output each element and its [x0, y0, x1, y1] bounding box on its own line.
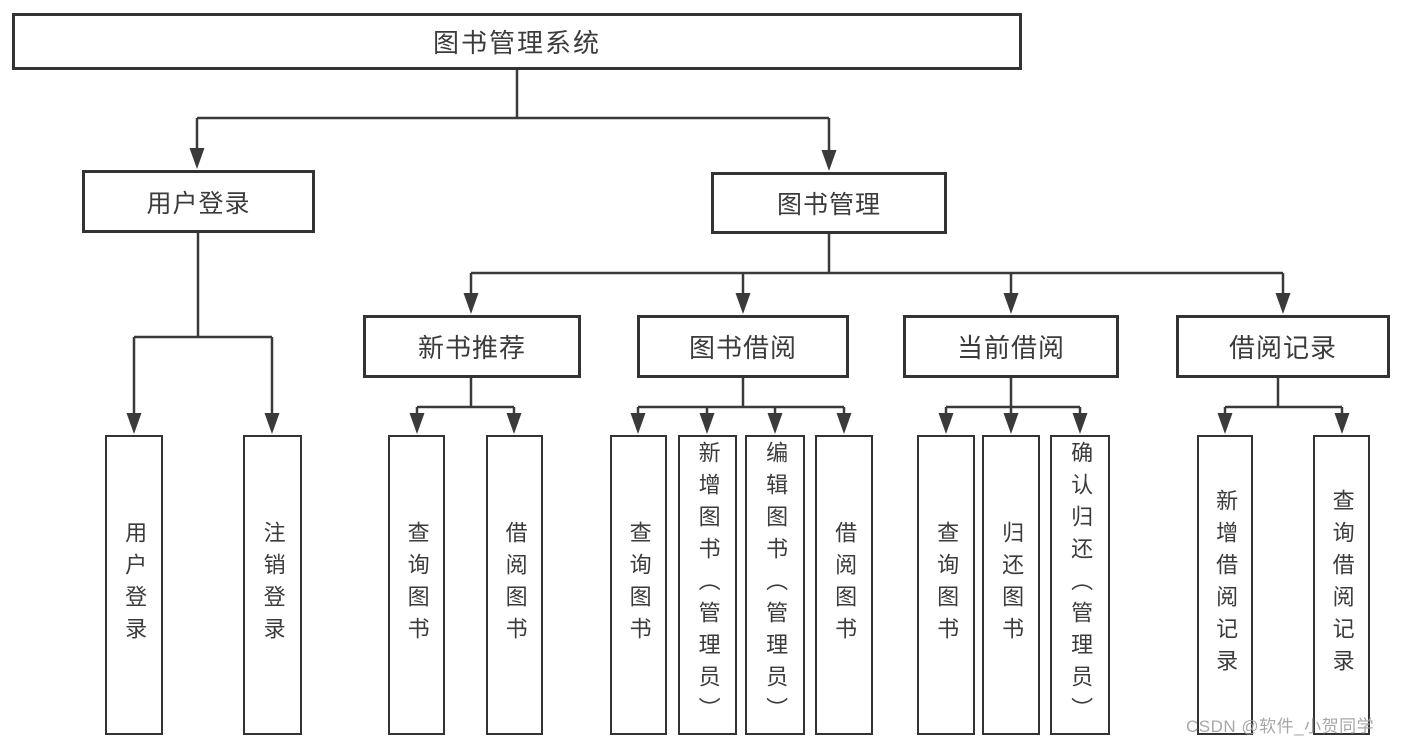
- node-label: 新增图书（管理员）: [695, 441, 721, 729]
- connector-current-to-leaves: [938, 377, 1088, 434]
- node-leaf-user-login: 用户登录: [105, 435, 163, 735]
- node-leaf-newbooks-borrow: 借阅图书: [486, 435, 543, 735]
- node-leaf-logout: 注销登录: [243, 435, 302, 735]
- node-leaf-records-query: 查询借阅记录: [1313, 435, 1370, 735]
- node-label: 用户登录: [122, 521, 148, 649]
- node-leaf-newbooks-query: 查询图书: [388, 435, 445, 735]
- node-section-borrow-records: 借阅记录: [1176, 315, 1390, 378]
- node-leaf-borrow-edit-admin: 编辑图书（管理员）: [745, 435, 805, 735]
- node-leaf-records-add: 新增借阅记录: [1197, 435, 1253, 735]
- csdn-watermark: CSDN @软件_小贺同学: [1186, 717, 1375, 736]
- node-root: 图书管理系统: [12, 13, 1022, 70]
- node-label: 查询借阅记录: [1329, 489, 1355, 681]
- connector-records-to-leaves: [1217, 377, 1350, 434]
- node-section-book-borrow: 图书借阅: [637, 315, 849, 378]
- node-label: 新增借阅记录: [1213, 489, 1239, 681]
- node-leaf-borrow-add-admin: 新增图书（管理员）: [678, 435, 737, 735]
- node-user-login-branch: 用户登录: [82, 170, 315, 233]
- node-section-current-borrow: 当前借阅: [903, 315, 1119, 378]
- node-leaf-borrow-borrow: 借阅图书: [815, 435, 873, 735]
- node-leaf-current-confirm-admin: 确认归还（管理员）: [1050, 435, 1110, 735]
- node-label: 借阅图书: [502, 521, 528, 649]
- node-label: 查询图书: [626, 521, 652, 649]
- node-label: 查询图书: [934, 521, 960, 649]
- node-label: 确认归还（管理员）: [1068, 441, 1094, 729]
- node-label: 查询图书: [404, 521, 430, 649]
- connector-borrow-to-leaves: [630, 377, 852, 434]
- node-label: 注销登录: [260, 521, 286, 649]
- node-label: 归还图书: [999, 521, 1025, 649]
- connector-user-to-leaves: [126, 233, 280, 434]
- node-leaf-borrow-query: 查询图书: [610, 435, 667, 735]
- node-section-new-books: 新书推荐: [363, 315, 581, 378]
- node-leaf-current-return: 归还图书: [982, 435, 1040, 735]
- node-book-management-branch: 图书管理: [711, 172, 947, 234]
- node-label: 借阅图书: [832, 521, 858, 649]
- connector-books-to-sections: [463, 234, 1291, 314]
- node-label: 编辑图书（管理员）: [763, 441, 789, 729]
- connector-newbooks-to-leaves: [409, 377, 522, 434]
- connector-root-to-level2: [189, 70, 837, 171]
- node-leaf-current-query: 查询图书: [917, 435, 975, 735]
